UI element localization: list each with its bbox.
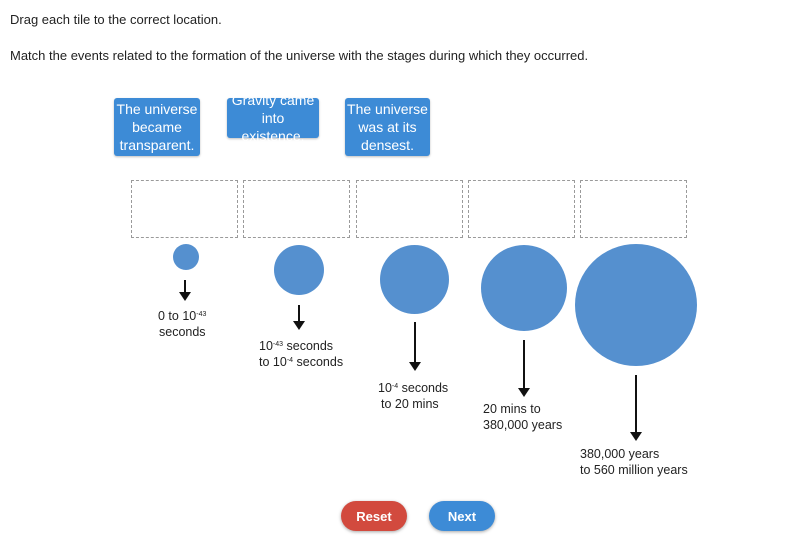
stage-arrow-1 xyxy=(179,280,191,301)
stage-label-3: 10-4 seconds to 20 mins xyxy=(378,381,449,411)
stage-label-1: 0 to 10-43 seconds xyxy=(158,309,207,339)
stage-circle-2 xyxy=(274,245,324,295)
drop-zone-1[interactable] xyxy=(131,180,238,238)
instruction-match: Match the events related to the formatio… xyxy=(10,48,589,63)
tile-gravity[interactable]: Gravity came into existence. xyxy=(227,92,319,144)
drop-zone-4[interactable] xyxy=(468,180,575,238)
stage-circle-5 xyxy=(575,244,697,366)
stage-arrow-4 xyxy=(518,340,530,397)
stage-arrow-3 xyxy=(409,322,421,371)
stage-label-2: 10-43 seconds to 10-4 seconds xyxy=(259,339,344,369)
drop-zone-2[interactable] xyxy=(243,180,350,238)
stage-circle-3 xyxy=(380,245,449,314)
drop-zone-3[interactable] xyxy=(356,180,463,238)
stage-label-5: 380,000 years to 560 million years xyxy=(580,447,688,477)
next-button[interactable]: Next xyxy=(429,501,495,531)
stage-label-4: 20 mins to 380,000 years xyxy=(483,402,563,432)
reset-button[interactable]: Reset xyxy=(341,501,407,531)
tile-became-transparent[interactable]: The universe became transparent. xyxy=(114,98,200,156)
tile-densest[interactable]: The universe was at its densest. xyxy=(345,98,430,156)
stage-circle-4 xyxy=(481,245,567,331)
stage-arrow-5 xyxy=(630,375,642,441)
instruction-drag: Drag each tile to the correct location. xyxy=(10,12,222,27)
stage-circle-1 xyxy=(173,244,199,270)
drop-zone-5[interactable] xyxy=(580,180,687,238)
stage-arrow-2 xyxy=(293,305,305,330)
